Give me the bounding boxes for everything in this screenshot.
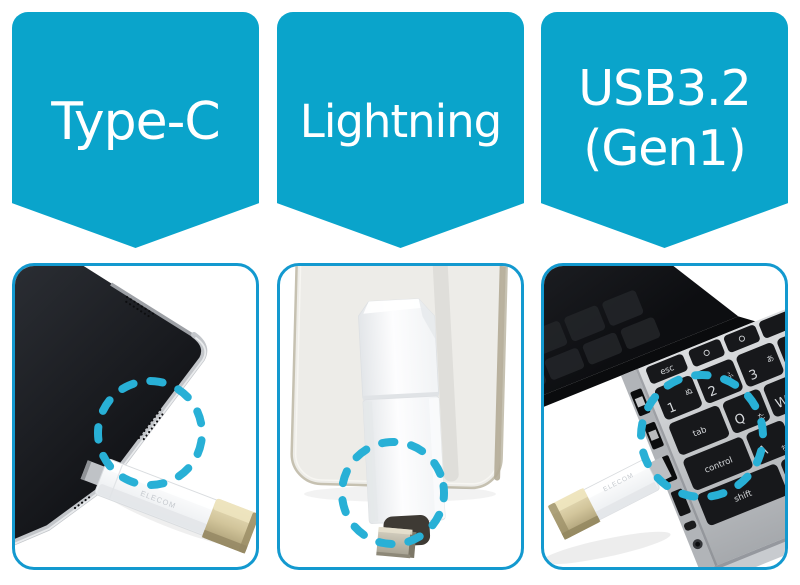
phone-side-edge [494, 266, 507, 481]
banner-usb32-line2: (Gen1) [583, 120, 747, 177]
laptop-hinge [544, 316, 756, 424]
speaker-holes [73, 295, 165, 510]
key-control [683, 437, 753, 490]
banner-lightning-label: Lightning [299, 95, 502, 148]
usb-drive-lightning [358, 298, 446, 559]
banner-type-c-label: Type-C [51, 91, 221, 152]
highlight-circle-lightning [338, 438, 448, 548]
svg-text:ち: ち [780, 442, 785, 453]
column-type-c: Type-C [12, 12, 259, 573]
photo-frame-phone [277, 263, 524, 570]
banner-usb32: USB3.2 (Gen1) [541, 12, 788, 248]
gold-cap [201, 498, 256, 554]
usb-a-plug [376, 526, 417, 559]
svg-text:W: W [773, 393, 785, 412]
banner-type-c: Type-C [12, 12, 259, 248]
photo-frame-laptop: esc 1 ぬ 2 ふ 3 あ tab Q た W て control A [541, 263, 788, 570]
banner-usb32-line1: USB3.2 [578, 60, 752, 118]
laptop-screen [544, 266, 739, 414]
key-2 [695, 359, 743, 403]
photo-frame-tablet: ELECOM [12, 263, 259, 570]
keyboard-labels: esc 1 ぬ 2 ふ 3 あ tab Q た W て control A [659, 353, 785, 504]
phone-photo-illustration [290, 266, 508, 559]
key-shift [697, 464, 785, 526]
banner-lightning: Lightning [277, 12, 524, 248]
screen-shadow-keys [544, 290, 661, 396]
column-usb32: USB3.2 (Gen1) [541, 12, 788, 573]
column-lightning: Lightning [277, 12, 524, 573]
svg-text:た: た [756, 411, 766, 422]
usb-drive-usb-a: ELECOM [547, 456, 672, 540]
gold-cap [547, 487, 601, 540]
sd-slot [684, 520, 697, 531]
key-esc [646, 354, 688, 384]
keyboard [646, 310, 785, 526]
tablet-photo-illustration: ELECOM [15, 266, 256, 554]
svg-text:ぬ: ぬ [684, 386, 695, 397]
key-w [763, 372, 785, 417]
laptop-photo-illustration: esc 1 ぬ 2 ふ 3 あ tab Q た W て control A [544, 266, 785, 567]
key-3 [736, 343, 784, 387]
highlight-circle-type-c [94, 377, 206, 489]
highlight-circle-usb-a [637, 371, 767, 501]
svg-text:ふ: ふ [724, 370, 735, 381]
key-tab [669, 405, 730, 455]
svg-text:tab: tab [692, 425, 709, 439]
svg-text:あ: あ [765, 353, 775, 364]
